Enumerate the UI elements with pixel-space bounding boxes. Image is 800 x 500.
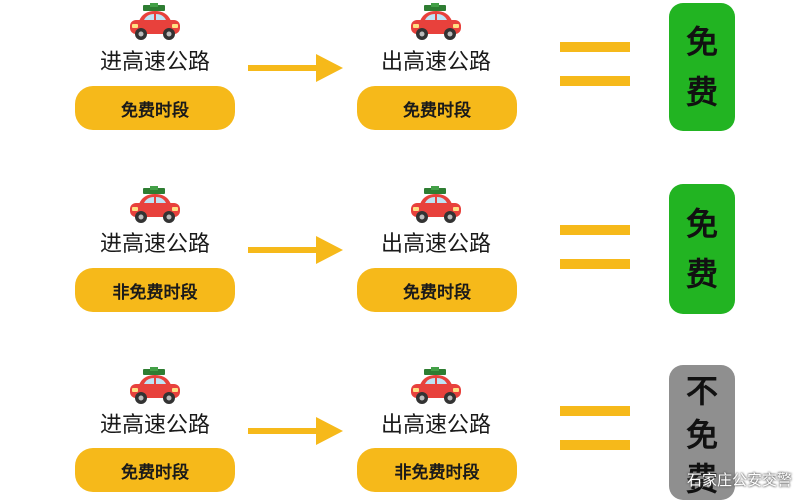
exit-period-pill: 免费时段 xyxy=(357,86,517,130)
car-icon xyxy=(411,367,461,404)
result-char: 费 xyxy=(685,255,718,293)
exit-period-pill: 非免费时段 xyxy=(357,448,517,492)
entry-action-label: 进高速公路 xyxy=(99,232,210,257)
rule-row-3: 进高速公路 免费时段 出高速公路 非免费时段 不 免 费 xyxy=(0,362,800,500)
car-icon xyxy=(130,367,180,404)
entry-period-pill: 免费时段 xyxy=(75,448,235,492)
result-char: 免 xyxy=(685,205,718,243)
exit-period-pill: 免费时段 xyxy=(357,268,517,312)
equals-sign xyxy=(560,225,630,277)
arrow-right-icon xyxy=(248,417,343,445)
result-badge-free: 免 费 xyxy=(669,3,735,131)
result-char: 费 xyxy=(685,460,718,498)
rule-row-2: 进高速公路 非免费时段 出高速公路 免费时段 免 费 xyxy=(0,181,800,351)
result-char: 免 xyxy=(685,23,718,61)
result-char: 不 xyxy=(685,372,718,410)
entry-action-label: 进高速公路 xyxy=(99,50,210,75)
result-badge-not-free: 不 免 费 xyxy=(669,365,735,500)
exit-action-label: 出高速公路 xyxy=(380,232,491,257)
car-icon xyxy=(411,3,461,40)
arrow-right-icon xyxy=(248,236,343,264)
entry-action-label: 进高速公路 xyxy=(99,413,210,438)
car-icon xyxy=(130,186,180,223)
equals-sign xyxy=(560,406,630,458)
entry-period-pill: 免费时段 xyxy=(75,86,235,130)
car-icon xyxy=(411,186,461,223)
arrow-right-icon xyxy=(248,54,343,82)
result-badge-free: 免 费 xyxy=(669,184,735,314)
exit-action-label: 出高速公路 xyxy=(380,413,491,438)
equals-sign xyxy=(560,42,630,94)
exit-action-label: 出高速公路 xyxy=(380,50,491,75)
rule-row-1: 进高速公路 免费时段 出高速公路 免费时段 免 费 xyxy=(0,0,800,170)
result-char: 费 xyxy=(685,73,718,111)
result-char: 免 xyxy=(685,416,718,454)
car-icon xyxy=(130,3,180,40)
entry-period-pill: 非免费时段 xyxy=(75,268,235,312)
source-watermark: 石家庄公安交警 xyxy=(686,471,792,489)
